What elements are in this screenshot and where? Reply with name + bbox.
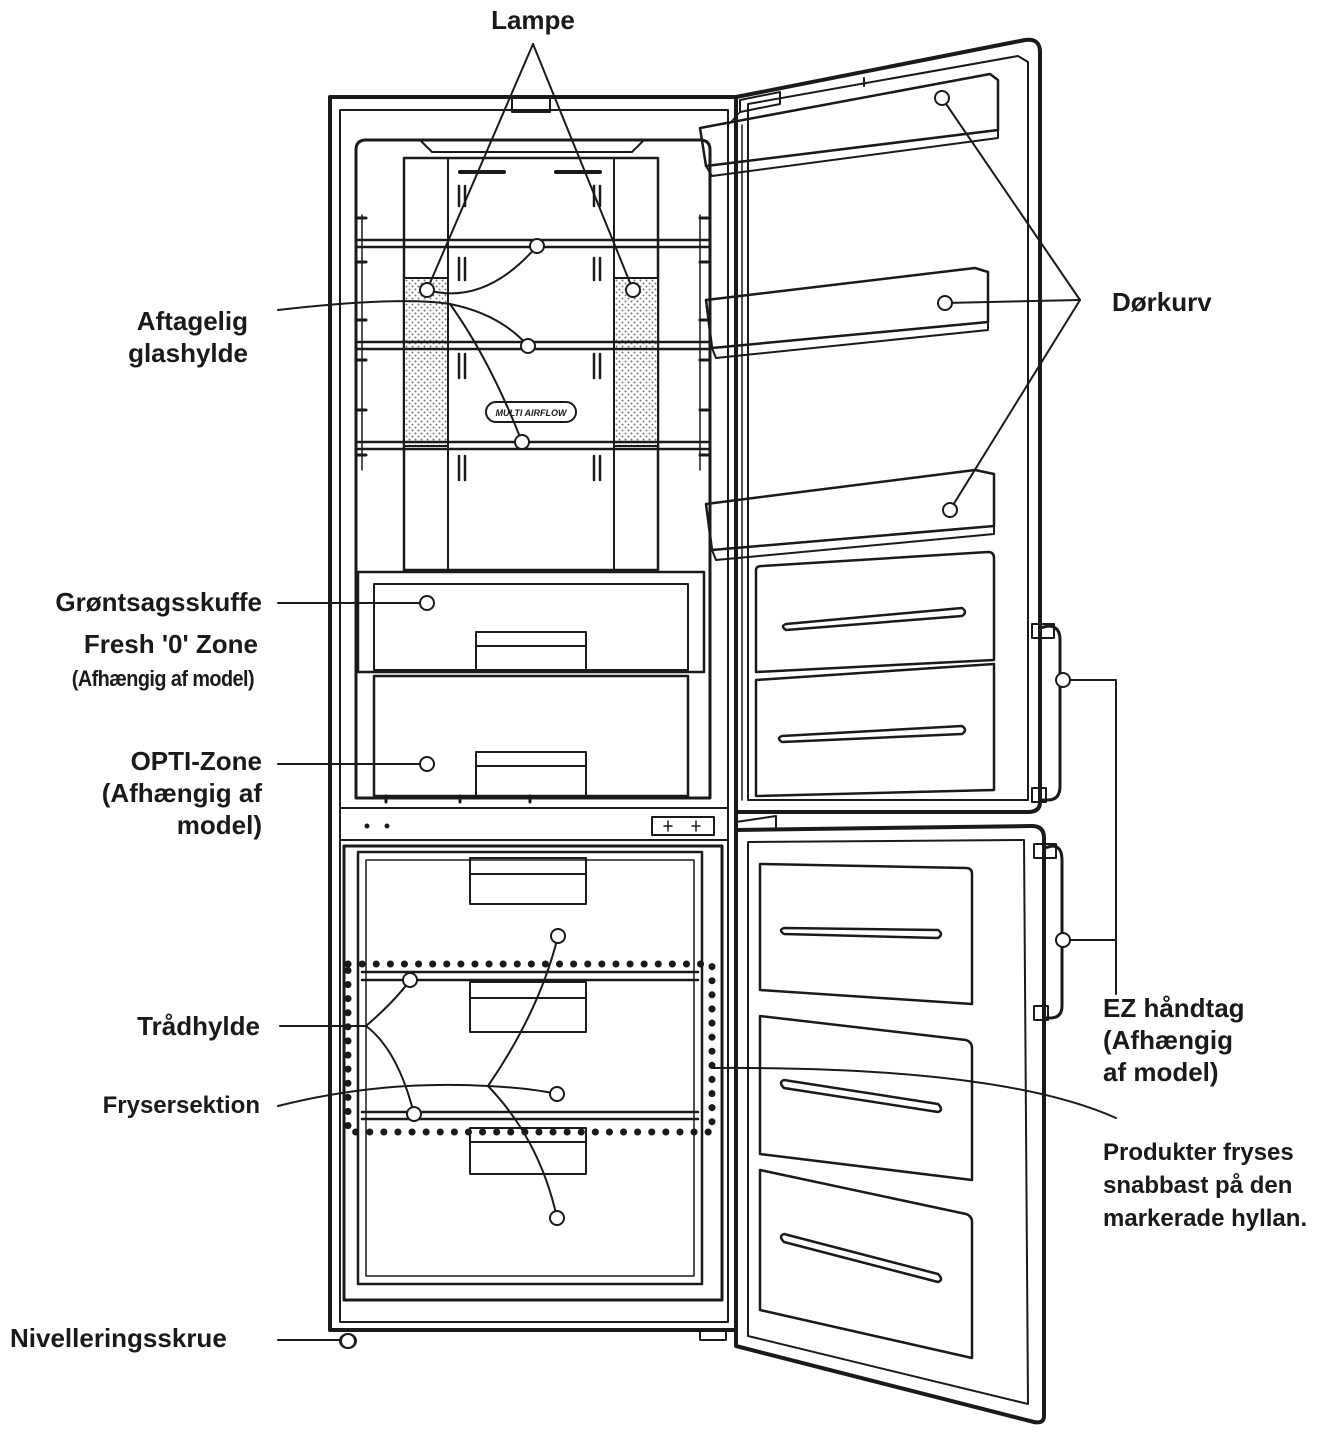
label-ez-handle: EZ håndtag (Afhængig af model) [1103,992,1245,1088]
freezer-door [736,826,1062,1422]
opti-zone-drawer [374,676,688,802]
fridge-compartment [356,140,710,798]
multi-airflow-text: MULTI AIRFLOW [496,408,568,418]
callout-markers [341,91,1070,1348]
label-freezer-section: Frysersektion [40,1090,260,1122]
label-crisper: Grøntsagsskuffe [10,586,262,618]
label-wire-shelf: Trådhylde [40,1010,260,1042]
freezer-wire-shelves [362,972,698,1119]
label-opti-zone: OPTI-Zone (Afhængig af model) [40,745,262,841]
label-fresh-zone: Fresh '0' Zone [10,628,258,660]
label-glass-shelf: Aftagelig glashylde [40,305,248,369]
crisper-drawer [358,572,704,672]
cabinet-body [330,97,736,1348]
fridge-door [700,40,1060,828]
label-lamp: Lampe [470,4,596,36]
label-fast-freeze: Produkter fryses snabbast på den markera… [1103,1136,1307,1235]
label-leveling-screw: Nivelleringsskrue [10,1322,227,1354]
label-door-basket: Dørkurv [1112,286,1212,318]
control-strip [340,808,728,840]
label-fresh-zone-note: (Afhængig af model) [34,663,254,695]
